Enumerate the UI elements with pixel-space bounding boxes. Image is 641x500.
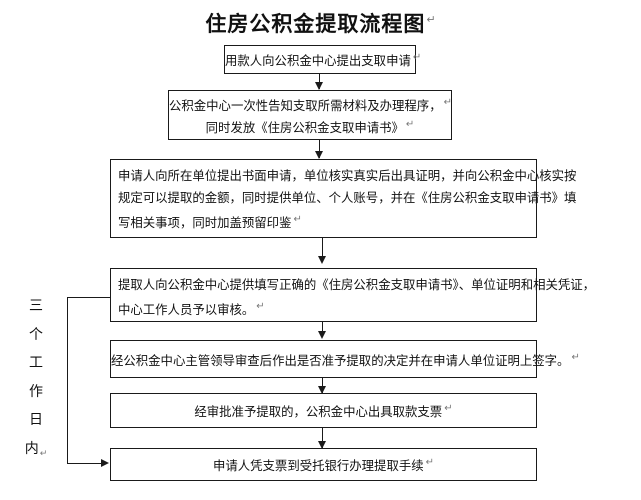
node-line: 公积金中心一次性告知支取所需材料及办理程序，↵ [169,96,452,113]
node-line: 经审批准予提取的，公积金中心出具取款支票↵ [194,403,453,420]
arrow-down-icon-5 [318,386,326,394]
connector-1-2 [319,74,321,89]
flow-node-apply-to-fund-center[interactable]: 用款人向公积金中心提出支取申请↵ [224,45,422,74]
connector-4-5 [322,322,324,336]
flow-node-written-application-to-employer[interactable]: 申请人向所在单位提出书面申请，单位核实真实后出具证明，并向公积金中心核实按 规定… [110,159,577,238]
node-line: 申请人凭支票到受托银行办理提取手续↵ [212,457,435,474]
return-icon: ↵ [425,457,435,469]
return-icon: ↵ [293,214,302,225]
title-return-icon: ↵ [426,13,436,26]
arrow-right-icon-bracket [101,459,109,467]
bracket-top-segment [67,297,111,299]
node-line: 经公积金中心主管领导审查后作出是否准予提取的决定并在申请人单位证明上签字。↵ [111,351,580,369]
side-label-char: 作 [29,383,43,400]
flow-node-leader-approval-signature[interactable]: 经公积金中心主管领导审查后作出是否准予提取的决定并在申请人单位证明上签字。↵ [110,340,580,378]
node-line: 提取人向公积金中心提供填写正确的《住房公积金支取申请书》、单位证明和相关凭证， [118,277,596,292]
return-icon: ↵ [39,449,48,460]
flow-node-submit-documents-for-review[interactable]: 提取人向公积金中心提供填写正确的《住房公积金支取申请书》、单位证明和相关凭证， … [110,268,596,322]
bracket-vertical-segment [67,297,69,464]
bracket-bottom-segment [67,463,103,465]
arrow-down-icon-4 [318,331,326,339]
connector-2-3 [319,140,321,158]
node-line: 同时发放《住房公积金支取申请书》↵ [205,119,415,136]
arrow-down-icon-3 [318,256,326,264]
return-icon: ↵ [443,96,452,108]
node-line: 中心工作人员予以审核。↵ [118,301,265,318]
return-icon: ↵ [256,301,265,312]
side-label-char: 日 [29,412,43,428]
page-title: 住房公积金提取流程图↵ [0,8,641,38]
arrow-down-icon-1 [315,82,323,90]
side-label-char: 工 [29,355,43,371]
connector-5-6 [322,378,324,393]
connector-3-4 [322,238,324,260]
node-line: 写相关事项，同时加盖预留印鉴↵ [118,214,302,231]
node-line: 规定可以提取的金额，同时提供单位、个人账号，并在《住房公积金支取申请书》填 [118,190,577,205]
return-icon: ↵ [412,52,422,64]
flow-node-issue-withdrawal-check[interactable]: 经审批准予提取的，公积金中心出具取款支票↵ [110,393,537,428]
side-label-char-last: 内↵ [24,440,48,460]
side-label-three-working-days: 三 个 工 作 日 内↵ [24,292,48,469]
flow-node-bank-withdrawal-procedure[interactable]: 申请人凭支票到受托银行办理提取手续↵ [110,448,537,481]
return-icon: ↵ [571,351,580,363]
side-label-char: 三 [29,298,43,314]
arrow-down-icon-2 [315,151,323,159]
node-line: 用款人向公积金中心提出支取申请↵ [225,52,422,69]
return-icon: ↵ [405,119,415,130]
arrow-down-icon-6 [318,441,326,449]
node-line: 申请人向所在单位提出书面申请，单位核实真实后出具证明，并向公积金中心核实按 [118,168,577,183]
page-title-text: 住房公积金提取流程图 [205,12,426,36]
return-icon: ↵ [444,403,453,415]
side-label-char: 个 [29,326,43,343]
connector-6-7 [322,428,324,448]
flow-node-center-informs-materials[interactable]: 公积金中心一次性告知支取所需材料及办理程序，↵ 同时发放《住房公积金支取申请书》… [168,90,452,140]
